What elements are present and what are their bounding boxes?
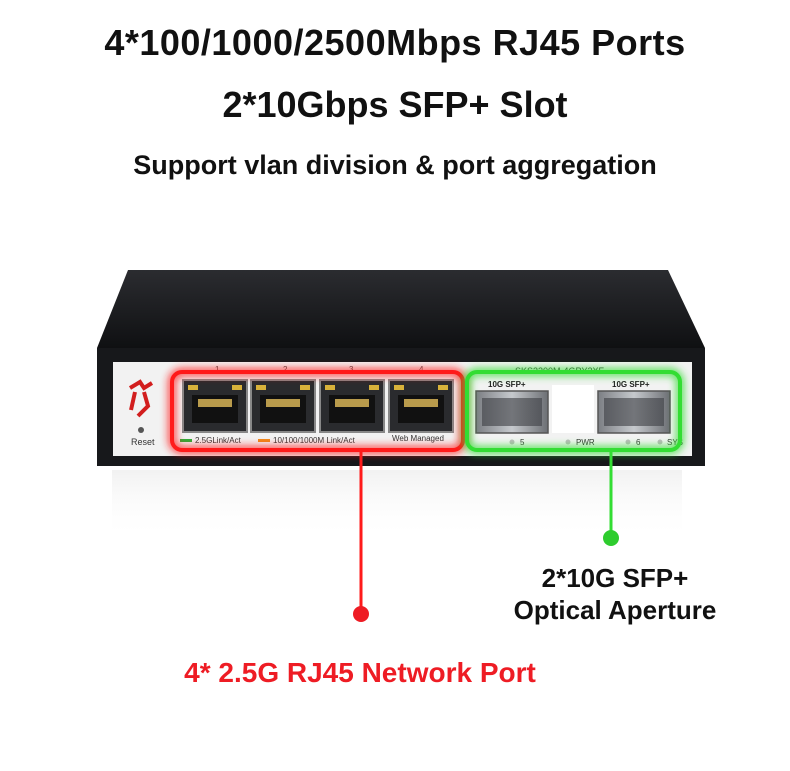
web-managed-label: Web Managed [392, 434, 444, 443]
brand-logo-icon [128, 379, 154, 418]
sfp-callout: 2*10G SFP+ Optical Aperture [470, 562, 760, 626]
sfp-slot-6[interactable]: 10G SFP+ [597, 380, 671, 434]
pwr-label: PWR [576, 438, 595, 447]
headline-ports: 4*100/1000/2500Mbps RJ45 Ports [104, 22, 686, 63]
rj45-port-4[interactable] [388, 379, 454, 433]
device-reflection [112, 470, 682, 540]
sfp-label-5: 10G SFP+ [488, 380, 526, 389]
sfp-callout-line2: Optical Aperture [513, 595, 717, 625]
sys-label: SYS [667, 438, 683, 447]
headline-features: Support vlan division & port aggregation [133, 150, 657, 180]
sfp-number-6: 6 [636, 438, 641, 447]
sfp-slot-group: 10G SFP+ 10G SFP+ 5 PWR 6 SYS [475, 380, 683, 447]
rj45-port-2[interactable] [250, 379, 316, 433]
sfp-label-6: 10G SFP+ [612, 380, 650, 389]
headline-sfp: 2*10Gbps SFP+ Slot [222, 84, 568, 125]
reset-label: Reset [131, 437, 155, 447]
sfp-number-5: 5 [520, 438, 525, 447]
rj45-callout-dot [353, 606, 369, 622]
sfp-callout-dot [603, 530, 619, 546]
legend-10-100-1000m-link: 10/100/1000M Link/Act [273, 436, 356, 445]
legend-2-5g-link: 2.5GLink/Act [195, 436, 242, 445]
sfp-slot-5[interactable]: 10G SFP+ [475, 380, 549, 434]
rj45-port-1[interactable] [182, 379, 248, 433]
reset-button[interactable] [138, 427, 144, 433]
device-top-cover [97, 270, 705, 348]
sfp-highlight [463, 368, 684, 546]
rj45-port-group: 1 2 3 4 2.5GLink/Act [180, 365, 454, 445]
sfp-callout-line1: 2*10G SFP+ [541, 563, 689, 593]
sfp-divider-panel [552, 385, 594, 433]
rj45-callout: 4* 2.5G RJ45 Network Port [184, 657, 536, 688]
rj45-port-3[interactable] [319, 379, 385, 433]
